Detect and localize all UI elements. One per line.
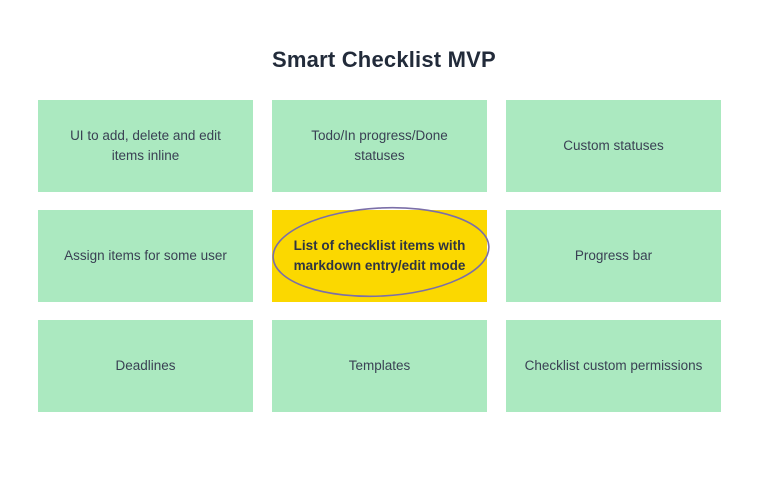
card-label: List of checklist items with markdown en… — [293, 238, 466, 273]
card-label: Templates — [348, 358, 411, 374]
card-label: Custom statuses — [563, 138, 664, 154]
card-label: Progress bar — [574, 248, 653, 264]
card-ui-add-delete-edit[interactable]: UI to add, delete and edit items inline — [38, 100, 256, 195]
card-templates[interactable]: Templates — [272, 320, 490, 415]
page-title: Smart Checklist MVP — [272, 47, 496, 72]
card-custom-statuses[interactable]: Custom statuses — [506, 100, 724, 195]
card-label: Todo/In progress/Done statuses — [311, 128, 448, 163]
card-markdown-list[interactable]: List of checklist items with markdown en… — [272, 210, 487, 302]
card-label: UI to add, delete and edit items inline — [70, 128, 221, 163]
card-todo-inprogress-done[interactable]: Todo/In progress/Done statuses — [272, 100, 490, 195]
card-progress-bar[interactable]: Progress bar — [506, 210, 724, 305]
card-checklist-permissions[interactable]: Checklist custom permissions — [506, 320, 724, 415]
card-assign-items[interactable]: Assign items for some user — [38, 210, 256, 305]
card-label: Assign items for some user — [64, 248, 227, 264]
card-deadlines[interactable]: Deadlines — [38, 320, 256, 415]
card-label: Checklist custom permissions — [524, 358, 703, 374]
card-label: Deadlines — [115, 358, 176, 374]
card-grid: UI to add, delete and edit items inline … — [38, 100, 724, 415]
